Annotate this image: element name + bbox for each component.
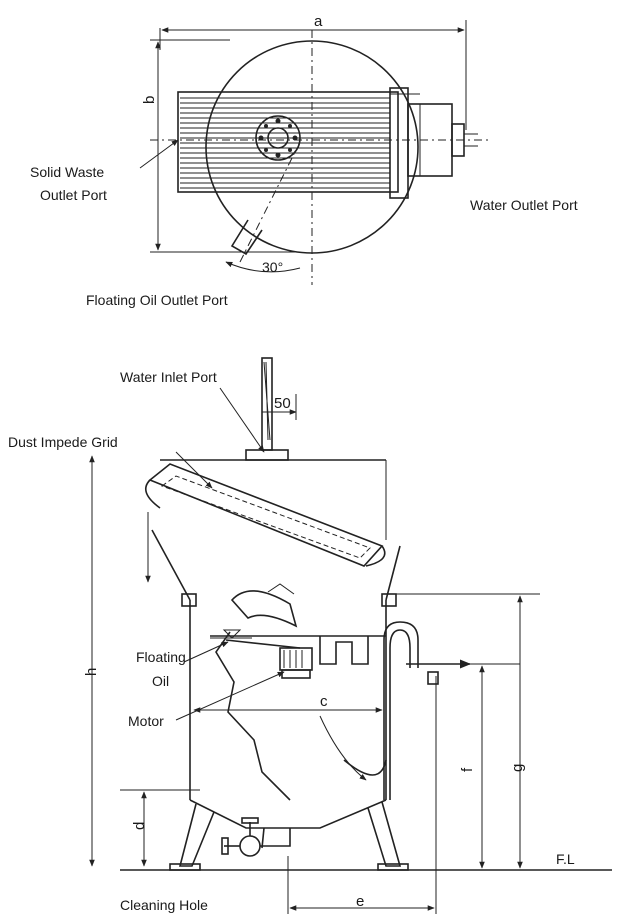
solid-waste-label-1: Solid Waste: [30, 164, 104, 180]
inlet-flange-top: [255, 115, 301, 161]
dimension-d: d: [120, 789, 200, 867]
dimension-h: h: [83, 455, 100, 867]
dust-grid-top: [177, 87, 420, 199]
dimension-b: b: [141, 39, 300, 253]
cutaway-line: [215, 631, 291, 801]
floating-oil-label-1: Floating: [136, 649, 186, 665]
dimension-g-label: g: [509, 764, 526, 772]
dust-impede-grid: [144, 463, 386, 567]
water-outlet-label: Water Outlet Port: [470, 197, 578, 213]
outlet-standpipe: [319, 621, 472, 800]
water-outlet-box-top: [407, 103, 478, 177]
dimension-c: c: [193, 693, 383, 713]
dimension-f: f: [459, 663, 520, 869]
angle-30: 30°: [225, 259, 301, 275]
dimension-h-label: h: [83, 668, 100, 676]
angle-label: 30°: [262, 259, 283, 275]
side-view: F.L 50 h d c e: [8, 357, 612, 914]
motor-label: Motor: [128, 713, 164, 729]
dimension-c-label: c: [320, 693, 328, 710]
floating-oil-label-2: Oil: [152, 673, 169, 689]
dimension-e: e: [287, 676, 437, 914]
floor-level: F.L: [120, 851, 612, 871]
dimension-50-label: 50: [274, 395, 291, 412]
dimension-b-label: b: [141, 96, 158, 104]
oil-trough: [210, 583, 386, 665]
top-view: a b 30° Solid Waste Outlet Port Water Ou…: [30, 13, 578, 308]
motor: [279, 647, 313, 679]
dimension-a-label: a: [314, 13, 323, 30]
dust-impede-label: Dust Impede Grid: [8, 434, 118, 450]
dimension-f-label: f: [459, 767, 476, 772]
dimension-d-label: d: [131, 822, 148, 830]
cleaning-hole-valve: [221, 817, 291, 857]
hopper-top: [145, 459, 401, 800]
floating-oil-spout-top: [230, 149, 297, 263]
tank-bottom: [169, 799, 409, 871]
solid-waste-label-2: Outlet Port: [40, 187, 107, 203]
dimension-e-label: e: [356, 893, 364, 910]
floating-oil-outlet-label: Floating Oil Outlet Port: [86, 292, 228, 308]
water-inlet-label: Water Inlet Port: [120, 369, 217, 385]
floor-level-label: F.L: [556, 851, 575, 867]
cleaning-hole-label: Cleaning Hole: [120, 897, 208, 913]
dimension-50: 50: [261, 394, 297, 420]
dimension-g: g: [396, 593, 540, 869]
